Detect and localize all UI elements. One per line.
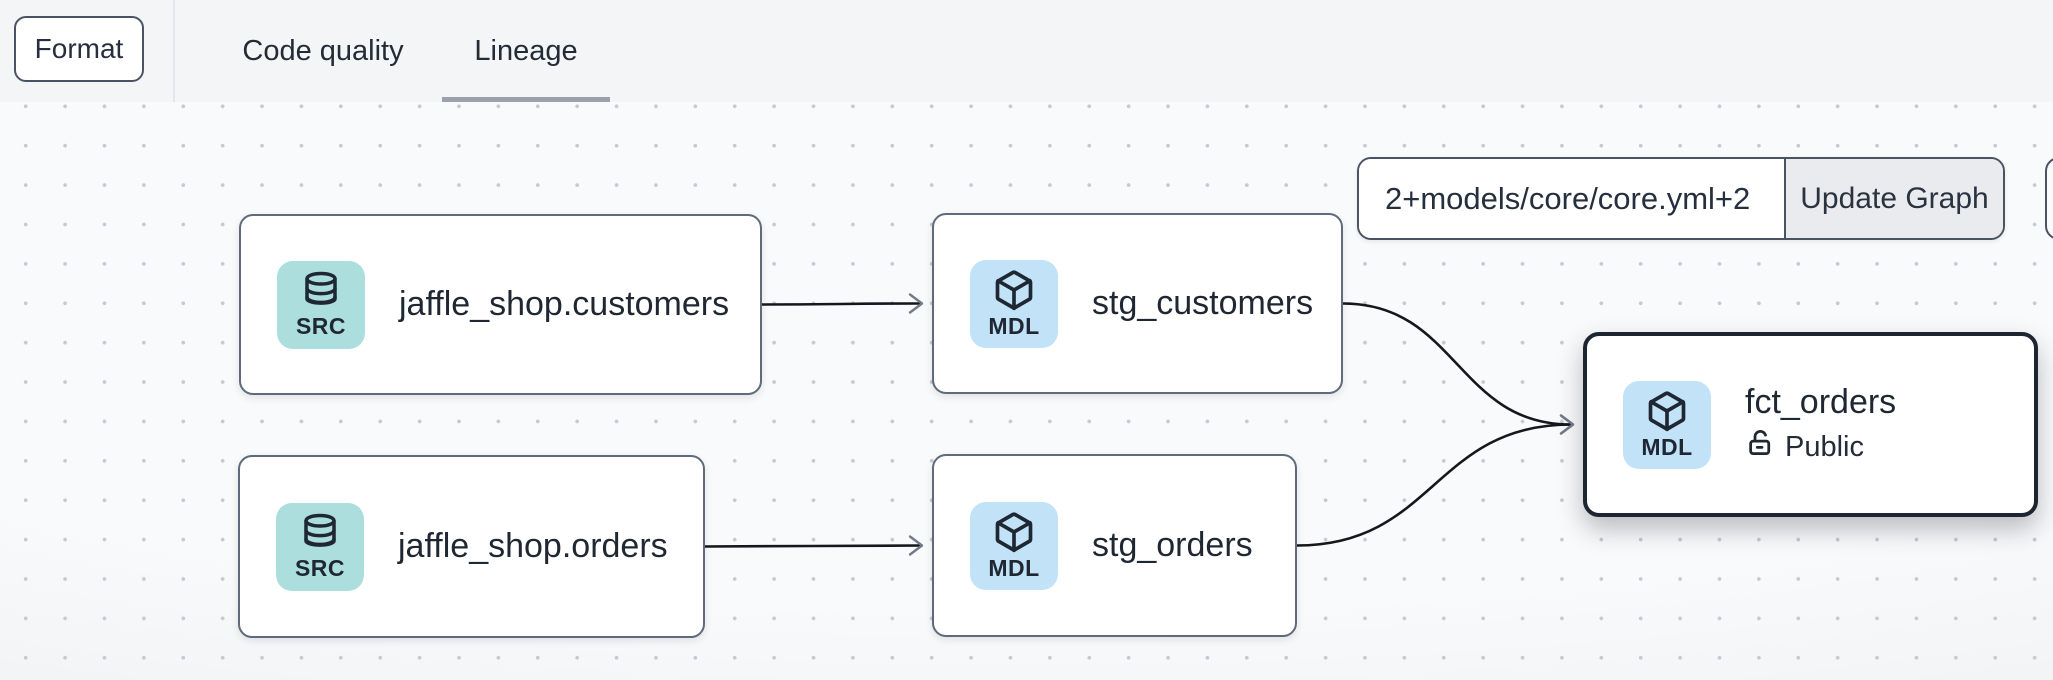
node-type-label: SRC (294, 554, 346, 581)
node-access-label: Public (1785, 430, 1864, 463)
model-selector-input[interactable] (1359, 159, 1784, 238)
lineage-node-fct_orders[interactable]: MDL fct_orders Public (1583, 332, 2038, 517)
unlock-icon (1745, 428, 1775, 466)
toolbar-divider (173, 0, 175, 102)
cube-icon (1645, 389, 1689, 433)
node-type-label: MDL (1641, 433, 1693, 460)
cube-icon (992, 510, 1036, 554)
format-button[interactable]: Format (14, 16, 144, 82)
lineage-node-src_customers[interactable]: SRC jaffle_shop.customers (239, 214, 762, 395)
cube-icon (992, 268, 1036, 312)
tab-code-quality[interactable]: Code quality (242, 34, 404, 67)
graph-selector-group: Update Graph (1357, 157, 2005, 240)
node-title: stg_orders (1092, 526, 1253, 564)
src-badge: SRC (277, 260, 365, 349)
lineage-node-src_orders[interactable]: SRC jaffle_shop.orders (238, 455, 705, 638)
mdl-badge: MDL (970, 259, 1058, 348)
database-icon (300, 270, 342, 312)
toolbar: Format Code quality Lineage (0, 0, 2053, 102)
update-graph-button[interactable]: Update Graph (1784, 159, 2003, 238)
src-badge: SRC (276, 502, 364, 591)
node-title: stg_customers (1092, 284, 1314, 322)
database-icon (299, 512, 341, 554)
tab-lineage[interactable]: Lineage (442, 0, 610, 102)
node-title: fct_orders (1745, 383, 1897, 421)
mdl-badge: MDL (970, 501, 1058, 590)
node-type-label: MDL (988, 554, 1040, 581)
tab-bar: Code quality Lineage (233, 0, 610, 102)
clipped-right-control[interactable] (2045, 157, 2053, 240)
node-title: jaffle_shop.customers (399, 285, 730, 323)
lineage-node-stg_orders[interactable]: MDL stg_orders (932, 454, 1297, 637)
node-type-label: SRC (295, 312, 347, 339)
lineage-node-stg_customers[interactable]: MDL stg_customers (932, 213, 1343, 394)
node-type-label: MDL (988, 312, 1040, 339)
node-title: jaffle_shop.orders (398, 527, 668, 565)
mdl-badge: MDL (1623, 380, 1711, 469)
